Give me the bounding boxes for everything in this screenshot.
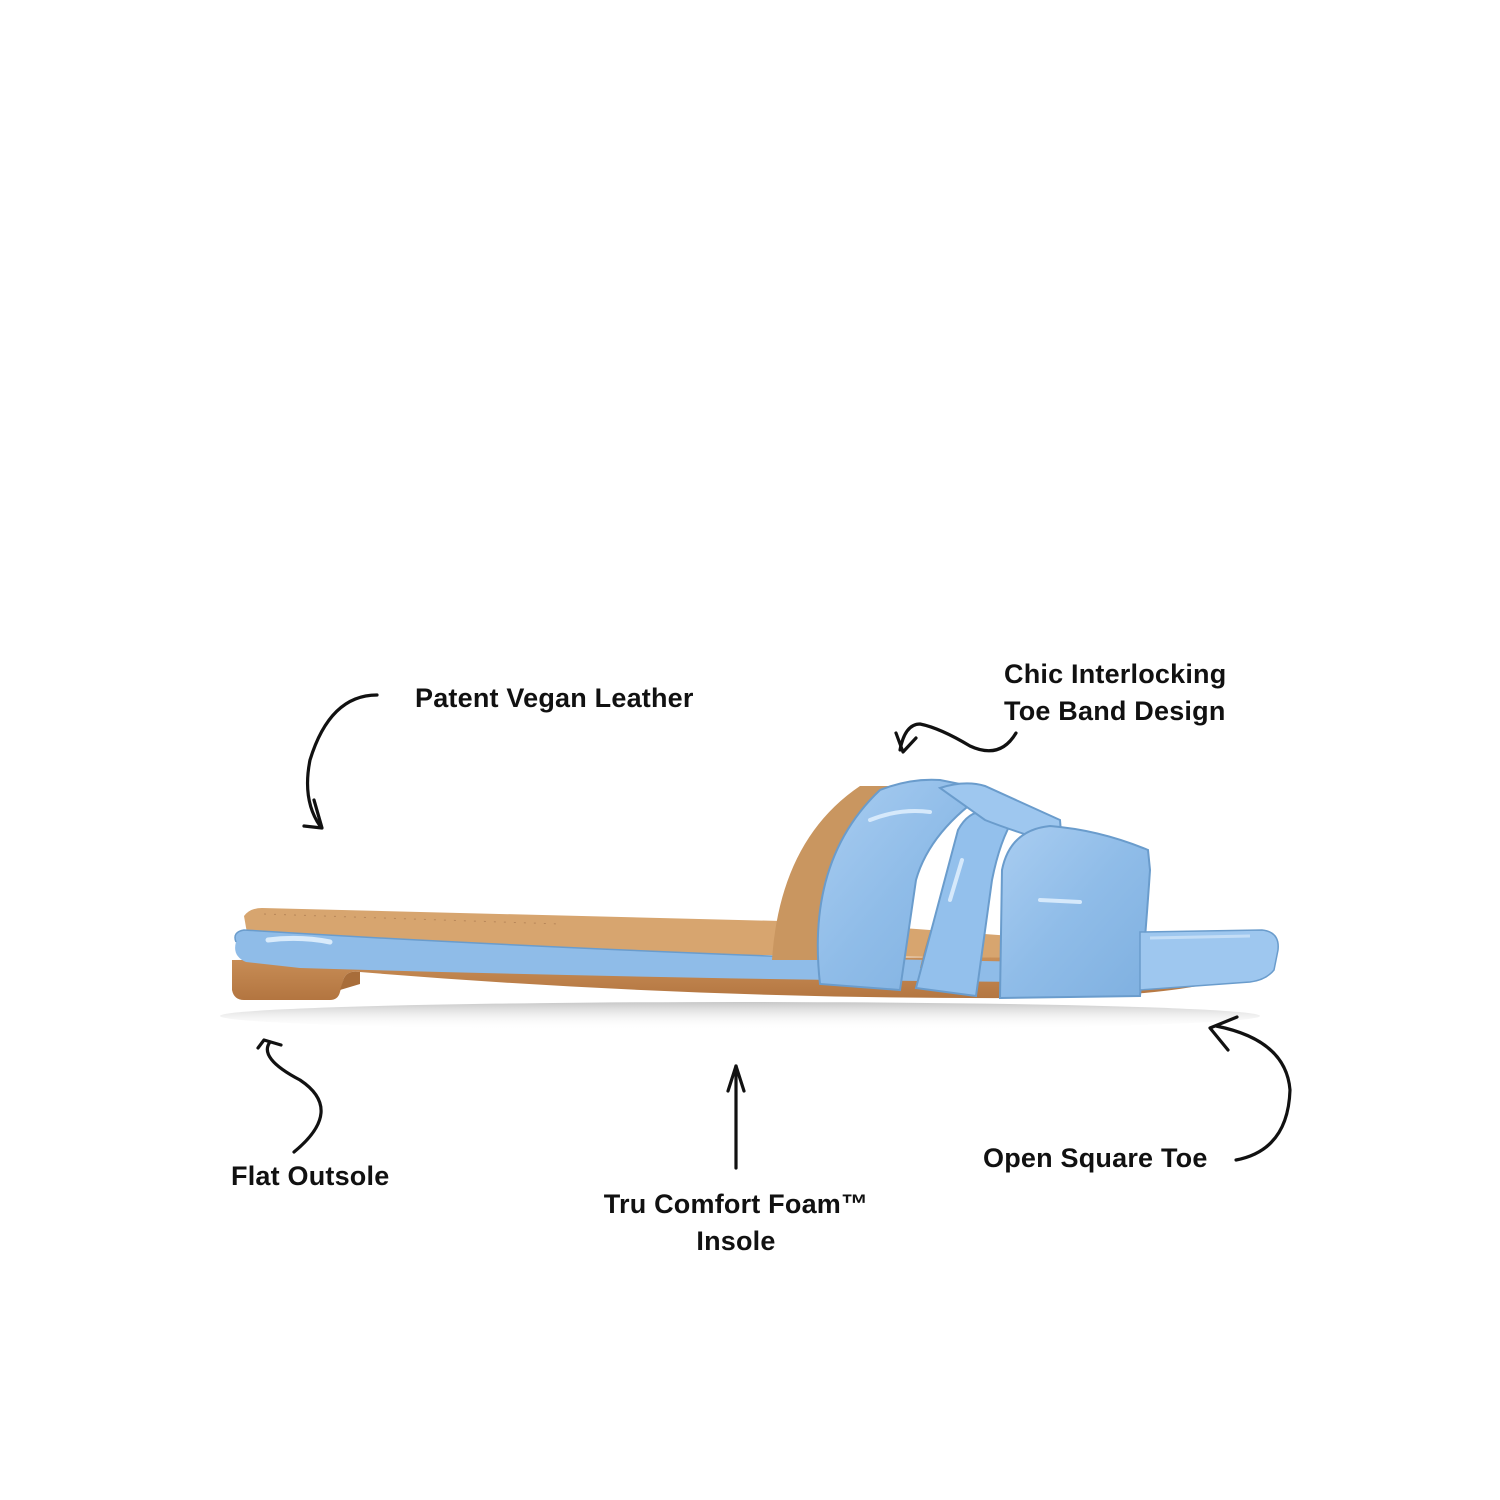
callout-chic-interlocking-line1: Chic Interlocking — [1004, 659, 1227, 689]
callout-tru-comfort-foam-line1: Tru Comfort Foam™ — [603, 1189, 869, 1219]
arrow-open-square-toe-head-icon — [1208, 1015, 1239, 1052]
arrow-flat-outsole-head-icon — [256, 1038, 283, 1050]
interlocking-toe-straps — [816, 778, 1152, 1000]
callout-tru-comfort-foam-line2: Insole — [696, 1226, 776, 1256]
callout-tru-comfort-foam: Tru Comfort Foam™ Insole — [580, 1186, 892, 1260]
open-square-toe-pad — [1139, 929, 1279, 991]
arrow-chic-interlocking-head-icon — [894, 731, 918, 754]
arrow-chic-interlocking-icon — [898, 722, 1018, 753]
arrow-patent-vegan-leather-icon — [305, 693, 379, 828]
callout-patent-vegan-leather: Patent Vegan Leather — [415, 683, 694, 713]
callout-chic-interlocking-line2: Toe Band Design — [1004, 696, 1226, 726]
callout-chic-interlocking: Chic Interlocking Toe Band Design — [1004, 656, 1226, 730]
ground-shadow — [220, 1002, 1260, 1030]
arrow-tru-comfort-foam-head-icon — [726, 1064, 746, 1093]
arrow-flat-outsole-icon — [265, 1040, 323, 1154]
arrow-patent-vegan-leather-head-icon — [302, 798, 324, 830]
callout-open-square-toe: Open Square Toe — [983, 1143, 1208, 1173]
callout-flat-outsole: Flat Outsole — [231, 1161, 390, 1191]
arrow-open-square-toe-icon — [1214, 1024, 1292, 1162]
